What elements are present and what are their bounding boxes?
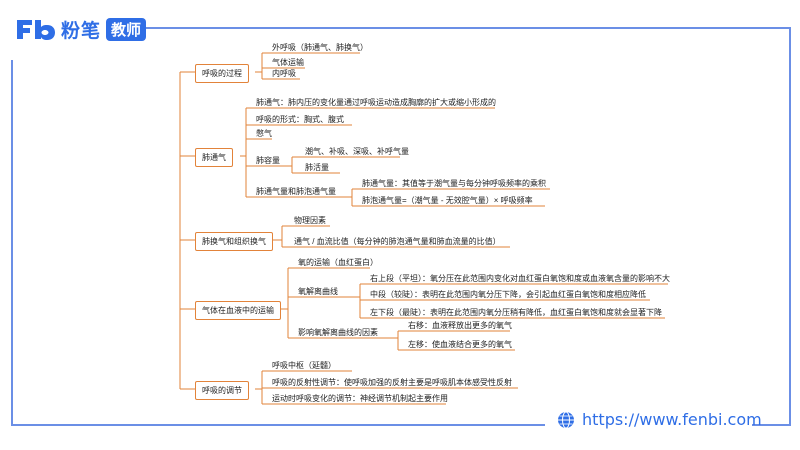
brand-badge: 教师: [106, 17, 147, 41]
footer-url-text[interactable]: https://www.fenbi.com: [582, 410, 762, 429]
fb-logo-icon: [17, 20, 55, 40]
node-ventilation-definition: 肺通气：肺内压的变化量通过呼吸运动造成胸廓的扩大或缩小形成的: [256, 98, 496, 107]
node-lung-volume: 肺容量: [256, 156, 280, 165]
node-physical-factors: 物理因素: [294, 216, 326, 225]
node-breathing-form: 呼吸的形式：胸式、腹式: [256, 115, 344, 124]
node-curve-factors: 影响氧解离曲线的因素: [298, 328, 378, 337]
node-minute-ventilation: 肺通气量：其值等于潮气量与每分钟呼吸频率的乘积: [362, 179, 546, 188]
node-vital-capacity: 肺活量: [305, 163, 329, 172]
footer-url[interactable]: https://www.fenbi.com: [557, 410, 762, 429]
node-breathing-regulation: 呼吸的调节: [195, 381, 249, 400]
node-dissociation-curve: 氧解离曲线: [298, 287, 338, 296]
node-external-respiration: 外呼吸（肺通气、肺换气）: [272, 43, 368, 52]
brand-logo: 粉笔 教师: [14, 14, 147, 44]
node-oxygen-transport: 氧的运输（血红蛋白）: [298, 258, 378, 267]
brand-name: 粉笔: [61, 19, 102, 42]
node-breath-holding: 憋气: [256, 129, 272, 138]
node-right-shift: 右移：血液释放出更多的氧气: [408, 321, 512, 330]
node-gas-exchange: 肺换气和组织换气: [195, 232, 273, 251]
globe-icon: [558, 411, 574, 428]
node-internal-respiration: 内呼吸: [272, 69, 296, 78]
node-reflex-regulation: 呼吸的反射性调节：使呼吸加强的反射主要是呼吸肌本体感受性反射: [272, 378, 512, 387]
node-alveolar-ventilation: 肺泡通气量=（潮气量 - 无效腔气量）× 呼吸频率: [362, 196, 533, 205]
node-curve-lower: 左下段（最陡）：表明在此范围内氧分压稍有降低，血红蛋白氧饱和度就会显著下降: [370, 308, 662, 317]
node-left-shift: 左移：使血液结合更多的氧气: [408, 340, 512, 349]
node-pulmonary-ventilation: 肺通气: [195, 148, 233, 167]
node-gas-carriage: 气体运输: [272, 58, 304, 67]
node-breathing-process: 呼吸的过程: [195, 64, 249, 83]
node-gas-transport: 气体在血液中的运输: [195, 301, 281, 320]
node-va-q-ratio: 通气 / 血流比值（每分钟的肺泡通气量和肺血流量的比值）: [294, 237, 501, 246]
node-curve-upper: 右上段（平坦）：氧分压在此范围内变化对血红蛋白氧饱和度或血液氧含量的影响不大: [370, 274, 670, 283]
node-ventilation-volume: 肺通气量和肺泡通气量: [256, 187, 336, 196]
node-tidal-volumes: 潮气、补吸、深吸、补呼气量: [305, 147, 409, 156]
node-exercise-regulation: 运动时呼吸变化的调节：神经调节机制起主要作用: [272, 394, 448, 403]
node-curve-middle: 中段（较陡）：表明在此范围内氧分压下降，会引起血红蛋白氧饱和度相应降低: [370, 290, 646, 299]
node-respiratory-center: 呼吸中枢（延髓）: [272, 361, 336, 370]
